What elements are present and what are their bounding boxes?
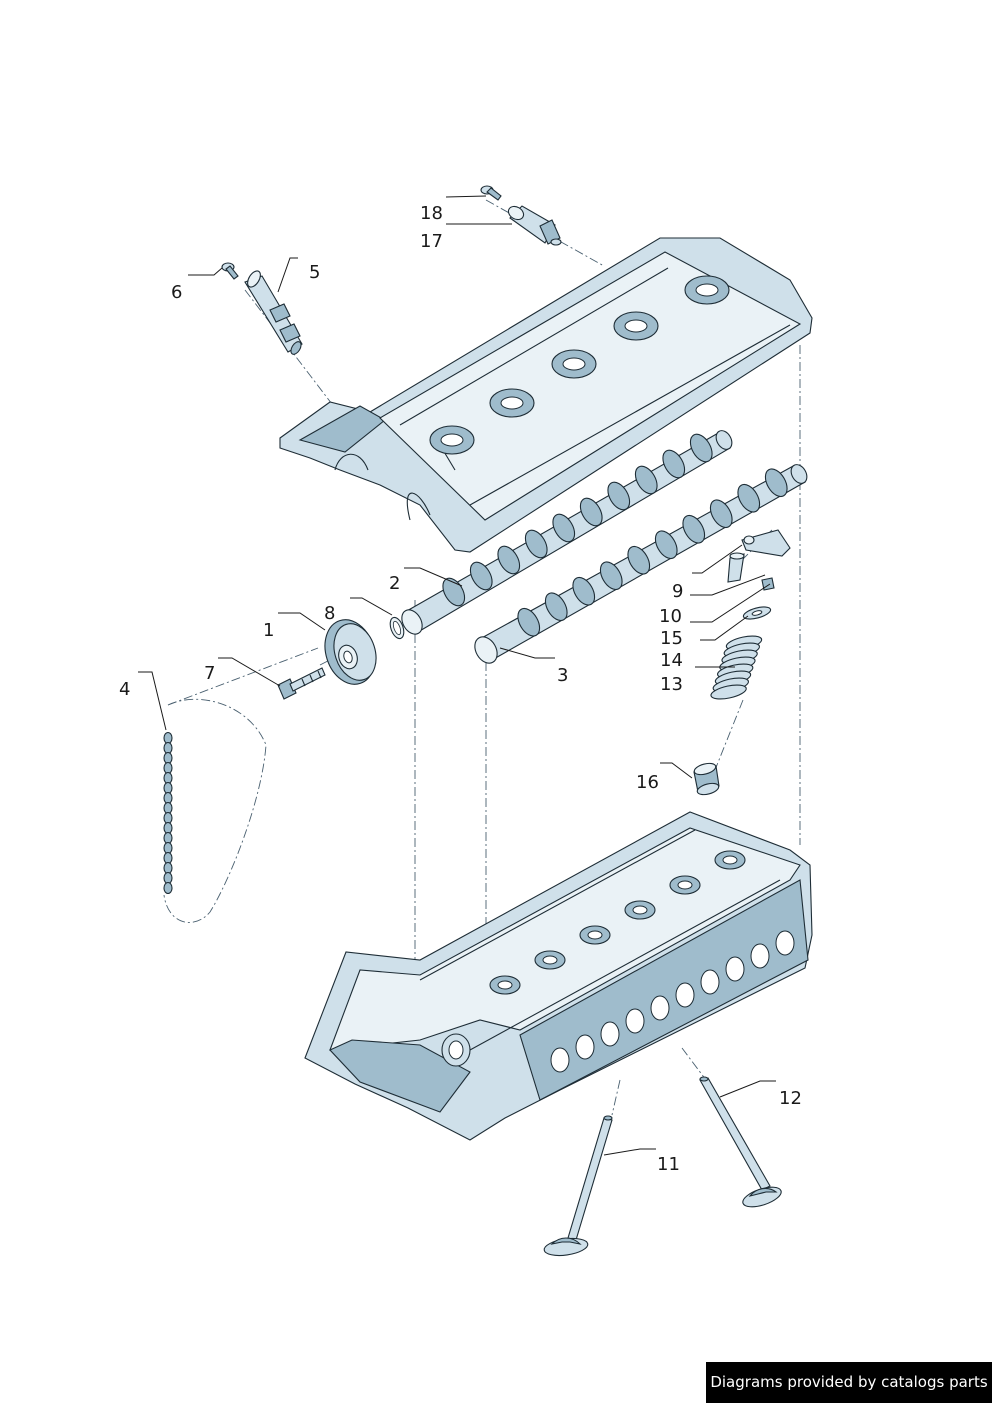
chain-link: [163, 881, 173, 895]
callout-9: 9: [672, 581, 683, 602]
bolt-part-18[interactable]: [480, 185, 502, 201]
valve-part-11[interactable]: [543, 1115, 613, 1258]
frame-bearing-bosses: [429, 275, 730, 455]
port-hole: [625, 1008, 645, 1034]
cam-lobe: [737, 483, 761, 513]
port-hole: [550, 1047, 570, 1073]
port-hole: [700, 969, 720, 995]
port-hole: [725, 956, 745, 982]
callout-5: 5: [309, 262, 320, 283]
cam-lobe: [552, 513, 576, 543]
bearing-bore: [587, 930, 603, 940]
cam-lobe: [689, 433, 713, 463]
chain-link: [163, 821, 173, 835]
callout-18: 18: [420, 203, 443, 224]
bearing-bore: [497, 980, 513, 990]
cam-lobe: [709, 499, 733, 529]
bearing-bore: [722, 855, 738, 865]
chain-link: [163, 851, 173, 865]
cam-lobe: [662, 449, 686, 479]
cam-lobe: [682, 514, 706, 544]
timing-chain-part-4[interactable]: [163, 698, 267, 923]
cam-lobe: [764, 468, 788, 498]
spring-retainer-part-14[interactable]: [742, 605, 772, 622]
hydraulic-lifter-part-10[interactable]: [727, 552, 745, 583]
chain-link: [163, 781, 173, 795]
callout-6: 6: [171, 282, 182, 303]
chain-link: [163, 791, 173, 805]
chain-link: [163, 771, 173, 785]
chain-link: [163, 761, 173, 775]
cam-lobe: [497, 545, 521, 575]
chain-link: [163, 831, 173, 845]
callout-4: 4: [119, 679, 130, 700]
cam-lobe: [572, 576, 596, 606]
camshaft-adjuster-valve-part-5[interactable]: [244, 269, 303, 356]
cam-lobe: [469, 561, 493, 591]
callout-13: 13: [660, 674, 683, 695]
bearing-bore: [632, 905, 648, 915]
callout-17: 17: [420, 231, 443, 252]
callout-12: 12: [779, 1088, 802, 1109]
spring-coil: [710, 684, 747, 700]
callout-15: 15: [660, 628, 683, 649]
port-hole: [775, 930, 795, 956]
callout-11: 11: [657, 1154, 680, 1175]
callout-2: 2: [389, 573, 400, 594]
chain-link: [163, 871, 173, 885]
callout-10: 10: [659, 606, 682, 627]
chain-link: [163, 801, 173, 815]
callout-7: 7: [204, 663, 215, 684]
cylinder-head: [304, 811, 813, 1141]
valve-part-12[interactable]: [699, 1076, 783, 1211]
chain-link: [163, 751, 173, 765]
cam-lobe: [607, 481, 631, 511]
cam-lobe: [579, 497, 603, 527]
chain-link: [163, 741, 173, 755]
cam-lobe: [654, 530, 678, 560]
diagram-credit-footer: Diagrams provided by catalogs parts: [706, 1362, 992, 1403]
cam-lobe: [599, 561, 623, 591]
port-hole: [750, 943, 770, 969]
callout-3: 3: [557, 665, 568, 686]
callout-labels: 1 2 3 4 5 6 7 8 9 10 15 14 13 16 17 18 1…: [119, 203, 802, 1175]
cam-lobe: [634, 465, 658, 495]
cam-lobe: [517, 607, 541, 637]
port-hole: [650, 995, 670, 1021]
callout-16: 16: [636, 772, 659, 793]
callout-1: 1: [263, 620, 274, 641]
roller-rocker-arm-part-9[interactable]: [741, 529, 791, 557]
callout-8: 8: [324, 603, 335, 624]
seal-ring-part-8[interactable]: [388, 616, 407, 641]
camshaft-part-3[interactable]: [470, 462, 810, 667]
port-hole: [675, 982, 695, 1008]
chain-link: [163, 731, 173, 745]
cam-lobe: [627, 545, 651, 575]
callout-leaders: [138, 195, 776, 1156]
chain-link: [163, 811, 173, 825]
camshaft-housing-frame: [279, 237, 813, 553]
bearing-bore: [542, 955, 558, 965]
cam-lobe: [524, 529, 548, 559]
port-hole: [575, 1034, 595, 1060]
bearing-bore: [677, 880, 693, 890]
port-hole: [600, 1021, 620, 1047]
chain-link: [163, 841, 173, 855]
chain-link: [163, 861, 173, 875]
valve-stem-seal-part-16[interactable]: [693, 761, 720, 796]
camshaft-adjuster-valve-part-17[interactable]: [506, 204, 562, 246]
bolt-part-6[interactable]: [221, 262, 239, 280]
cam-lobe: [544, 592, 568, 622]
central-bolt-part-7[interactable]: [277, 667, 326, 700]
camshaft-adjuster-part-1[interactable]: [317, 613, 383, 691]
callout-14: 14: [660, 650, 683, 671]
